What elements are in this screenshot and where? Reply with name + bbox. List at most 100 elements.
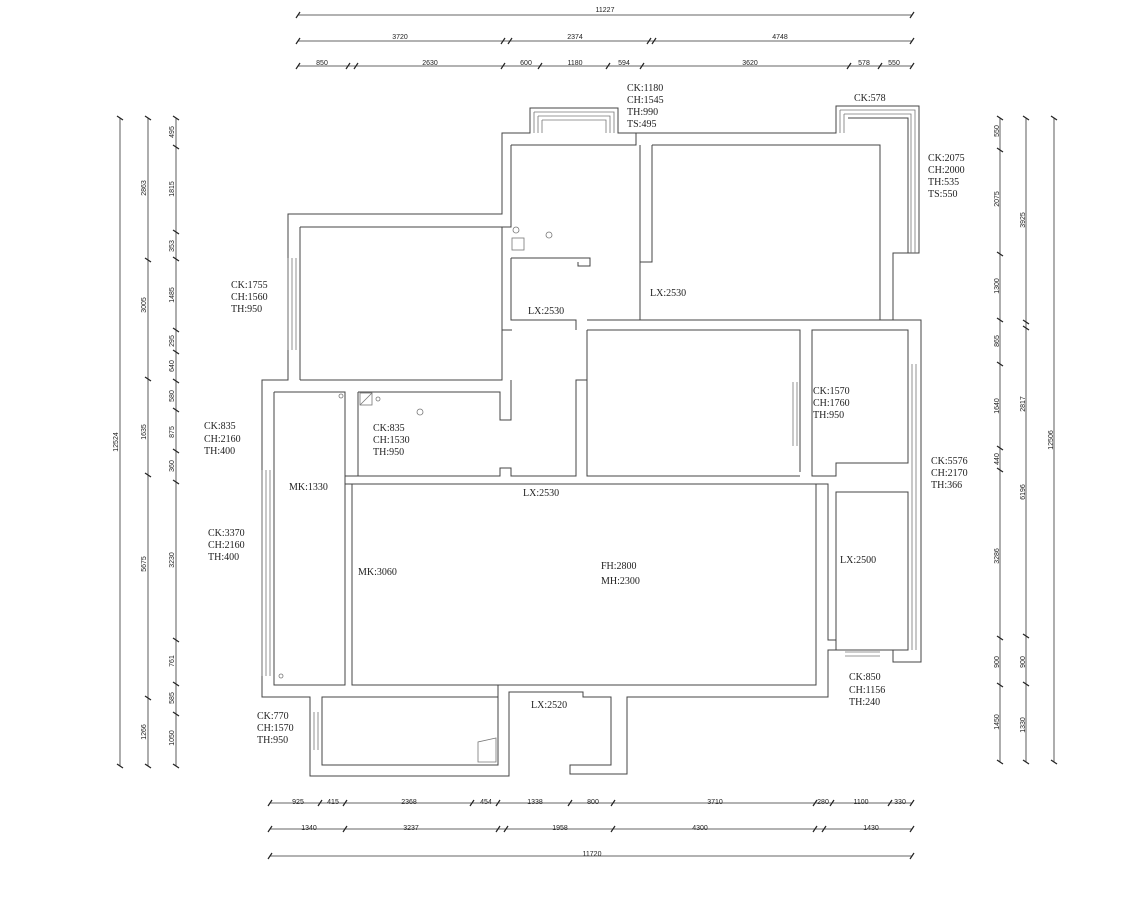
dim-bottom-overall: 11720 [583, 851, 602, 858]
dim-bottom-1-3: 2368 [401, 799, 417, 806]
dim-bottom-1-5: 1338 [527, 799, 543, 806]
dim-left-inner-8: 875 [169, 426, 176, 438]
dim-right-mid-4: 900 [1020, 656, 1027, 668]
dim-right-overall: 12506 [1048, 430, 1055, 450]
label-right-room-ch: CH:1760 [813, 398, 850, 409]
label-bottom-left-ch: CH:1570 [257, 723, 294, 734]
top-dimensions: 11227 3720 2374 4748 850 2630 600 1180 5… [295, 7, 915, 70]
bottom-left-fixture [477, 737, 497, 763]
label-mk-3060: MK:3060 [358, 567, 397, 578]
left-room-fixture [338, 393, 344, 399]
small-bath-basin [416, 408, 424, 416]
dim-left-inner-2: 1815 [169, 181, 176, 197]
small-bath-shower [359, 392, 373, 406]
dim-bottom-2-1: 1340 [301, 825, 317, 832]
dim-right-mid-5: 1330 [1020, 717, 1027, 733]
label-lx-2520: LX:2520 [531, 700, 567, 711]
dim-right-inner-3: 1300 [994, 278, 1001, 294]
dim-top-overall: 11227 [596, 7, 615, 14]
dim-top-3-8: 550 [888, 60, 900, 67]
label-small-bath-th: TH:950 [373, 447, 404, 458]
fixtures [278, 226, 553, 763]
label-left-long-ch: CH:2160 [208, 540, 245, 551]
label-right-long-ck: CK:5576 [931, 456, 968, 467]
dim-bottom-1-1: 925 [292, 799, 304, 806]
label-lx-2500: LX:2500 [840, 555, 876, 566]
dim-top-3-5: 594 [618, 60, 630, 67]
dim-right-inner-4: 865 [994, 335, 1001, 347]
dim-left-mid-5: 1266 [141, 724, 148, 740]
dim-top-3-1: 850 [316, 60, 328, 67]
label-lx-living: LX:2530 [523, 488, 559, 499]
label-bottom-right-ch: CH:1156 [849, 685, 885, 696]
small-bath-toilet [375, 396, 381, 402]
label-top-window-ck: CK:1180 [627, 83, 663, 94]
label-left-bedroom-ck: CK:1755 [231, 280, 268, 291]
bottom-dimensions: 925 415 2368 454 1338 800 3710 280 1100 … [267, 799, 915, 860]
label-small-bath-ch: CH:1530 [373, 435, 410, 446]
dim-top-3-4: 1180 [567, 60, 582, 67]
left-dimensions: 12524 2863 3005 1635 5675 1266 495 1815 … [113, 115, 180, 769]
dim-right-inner-8: 900 [994, 656, 1001, 668]
label-right-long-ch: CH:2170 [931, 468, 968, 479]
label-top-window-th: TH:990 [627, 107, 658, 118]
dim-left-mid-3: 1635 [141, 424, 148, 440]
dim-left-inner-3: 353 [169, 240, 176, 252]
label-right-upper-ts: TS:550 [928, 189, 957, 200]
dim-right-inner-1: 550 [994, 125, 1001, 137]
label-left-small-ch: CH:2160 [204, 434, 241, 445]
label-top-window-ch: CH:1545 [627, 95, 664, 106]
dim-bottom-2-3: 1958 [552, 825, 568, 832]
label-bottom-left-ck: CK:770 [257, 711, 289, 722]
dim-left-inner-12: 585 [169, 692, 176, 704]
label-right-long-th: TH:366 [931, 480, 962, 491]
dim-right-inner-5: 1640 [994, 398, 1001, 414]
dim-bottom-1-10: 330 [894, 799, 906, 806]
basin-fixture [545, 231, 553, 239]
dim-top-3-2: 2630 [422, 60, 438, 67]
dim-right-mid-2: 2817 [1020, 396, 1027, 412]
label-lx-kitchen: LX:2530 [650, 288, 686, 299]
label-right-upper-ck: CK:2075 [928, 153, 965, 164]
dim-bottom-1-7: 3710 [707, 799, 723, 806]
dim-bottom-1-9: 1100 [853, 799, 868, 806]
shower-fixture [511, 237, 525, 251]
dim-right-mid-3: 6196 [1020, 484, 1027, 500]
label-mk-1330: MK:1330 [289, 482, 328, 493]
label-right-room-ck: CK:1570 [813, 386, 850, 397]
dim-left-inner-11: 761 [169, 655, 176, 667]
dim-left-mid-4: 5675 [141, 556, 148, 572]
label-left-bedroom-ch: CH:1560 [231, 292, 268, 303]
dim-right-inner-6: 440 [994, 453, 1001, 465]
dim-left-inner-6: 640 [169, 360, 176, 372]
label-small-bath-ck: CK:835 [373, 423, 405, 434]
dim-top-3-3: 600 [520, 60, 532, 67]
dim-left-inner-7: 580 [169, 390, 176, 402]
dim-bottom-1-2: 415 [327, 799, 339, 806]
dim-left-inner-4: 1485 [169, 287, 176, 303]
right-dimensions: 550 2075 1300 865 1640 440 3286 900 1450… [994, 115, 1058, 765]
dim-left-mid-2: 3005 [141, 297, 148, 313]
label-fh: FH:2800 [601, 561, 637, 572]
label-right-upper-th: TH:535 [928, 177, 959, 188]
dim-bottom-1-6: 800 [587, 799, 599, 806]
label-mh: MH:2300 [601, 576, 640, 587]
dim-right-inner-2: 2075 [994, 191, 1001, 207]
dim-left-inner-13: 1050 [169, 730, 176, 746]
toilet-fixture [512, 226, 520, 234]
label-left-bedroom-th: TH:950 [231, 304, 262, 315]
dim-bottom-2-5: 1430 [863, 825, 879, 832]
dim-bottom-1-8: 280 [817, 799, 829, 806]
dim-left-inner-9: 360 [169, 460, 176, 472]
dim-top-2-2: 2374 [567, 34, 583, 41]
label-right-upper-ch: CH:2000 [928, 165, 965, 176]
dim-left-inner-5: 295 [169, 335, 176, 347]
left-column-fixture [278, 673, 284, 679]
label-left-long-th: TH:400 [208, 552, 239, 563]
annotations: CK:1180 CH:1545 TH:990 TS:495 CK:578 CK:… [204, 83, 968, 746]
label-bottom-left-th: TH:950 [257, 735, 288, 746]
dim-left-overall: 12524 [113, 432, 120, 452]
dim-right-mid-1: 3925 [1020, 212, 1027, 228]
dim-bottom-2-4: 4300 [692, 825, 708, 832]
